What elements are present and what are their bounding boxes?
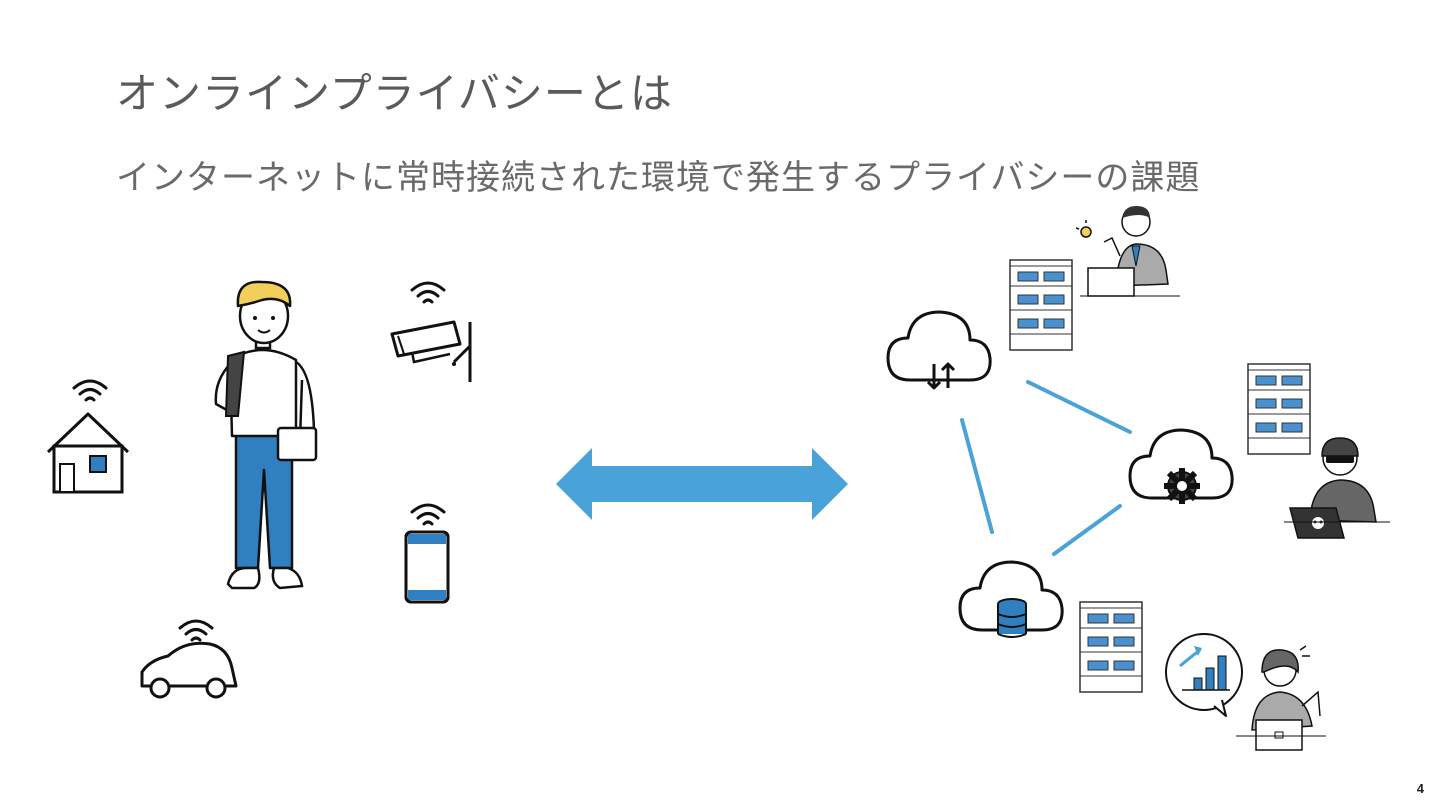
network-connection-lines: [960, 380, 1132, 556]
building-icon: [1247, 363, 1311, 455]
office-worker-idea-icon: [1075, 206, 1180, 297]
smart-home-icon: [46, 379, 130, 494]
cloud-settings-icon: [1128, 428, 1234, 504]
building-icon: [1079, 601, 1143, 693]
person-illustration: [214, 280, 318, 590]
connected-car-icon: [140, 619, 238, 699]
smartphone-icon: [404, 503, 450, 604]
hacker-icon: [1284, 437, 1390, 539]
security-camera-icon: [390, 281, 472, 382]
page-number: 4: [1416, 781, 1424, 796]
bidirectional-arrow: [556, 448, 848, 520]
chart-bubble-icon: [1165, 633, 1243, 717]
slide-title: オンラインプライバシーとは: [116, 69, 673, 118]
cloud-database-icon: [958, 560, 1064, 638]
cloud-sync-icon: [886, 310, 992, 390]
slide-subtitle: インターネットに常時接続された環境で発生するプライバシーの課題: [116, 158, 1201, 198]
building-icon: [1009, 259, 1073, 351]
analyst-woman-icon: [1236, 645, 1326, 751]
